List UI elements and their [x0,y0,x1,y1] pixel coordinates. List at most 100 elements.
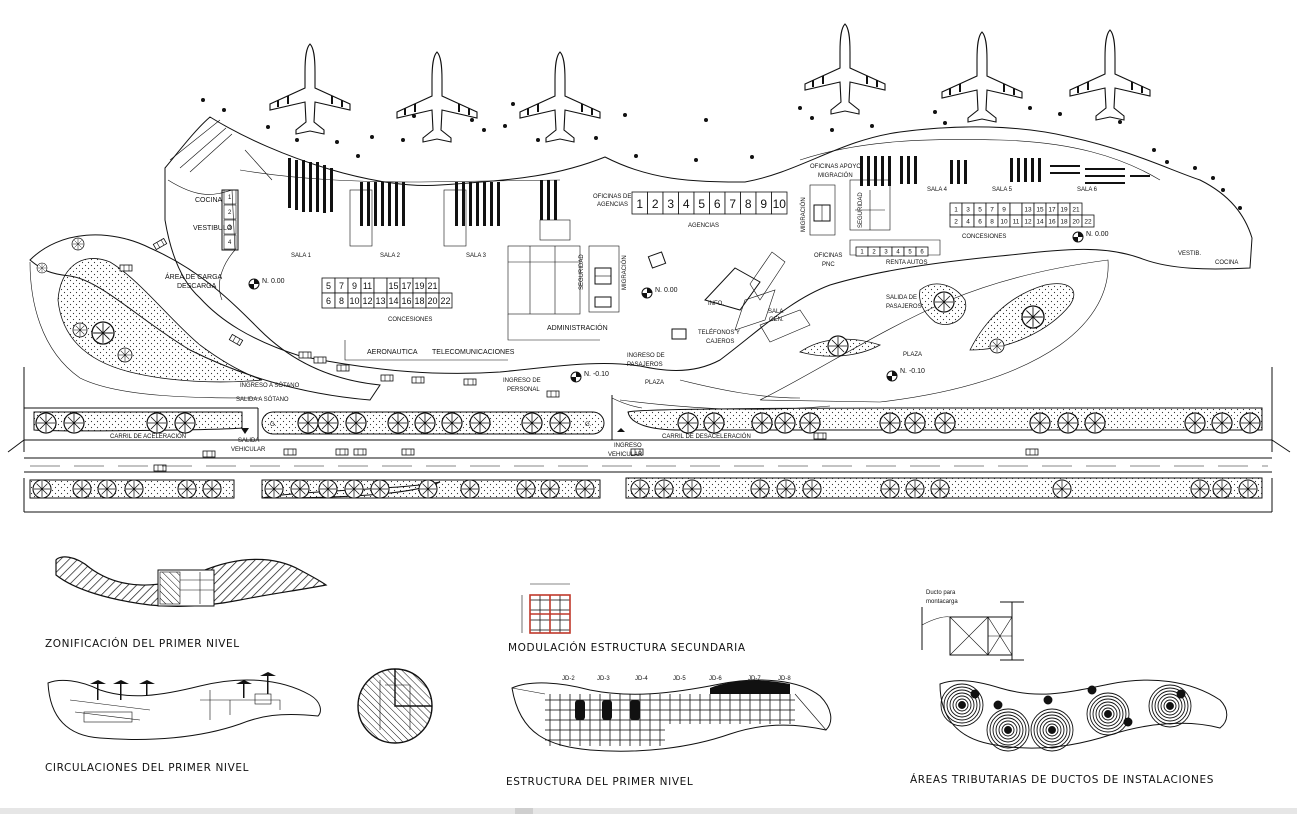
concession-cell: 9 [1002,207,1006,214]
agency-cell: 5 [698,197,705,211]
street-tree [905,479,925,499]
street-tree [174,412,196,434]
concession-cell: 9 [352,281,357,291]
label-ingreso-pas-2: PASAJEROS [627,362,663,368]
caption-modulacion: MODULACIÓN ESTRUCTURA SECUNDARIA [508,641,746,654]
hall-label-6: SALA 6 [1077,187,1098,193]
street-tree [776,479,796,499]
street-tree [1084,412,1106,434]
contour-ring [949,692,975,718]
apron-lights [201,98,1242,210]
duct-point [1004,726,1012,734]
duct-point [1048,726,1056,734]
label-cocina-west: COCINA [195,197,223,204]
concession-cell: 22 [1084,219,1092,226]
label-vestibulo: VESTIBULO [193,225,233,232]
street-tree [97,479,117,499]
hall-label-5: SALA 5 [992,187,1013,193]
agency-cell: 3 [667,197,674,211]
label-seguridad-west: SEGURIDAD [579,254,585,290]
horizontal-scrollbar[interactable] [0,808,1297,814]
concession-cell: 16 [401,296,411,306]
label-sala-gen-2: GEN. [769,317,784,323]
concession-cell: 8 [990,219,994,226]
agency-cell: 10 [773,197,787,211]
duct-point [993,700,1003,710]
grid-label-3: JD-4 [635,676,648,682]
label-cocina-east: COCINA [1215,260,1238,266]
street-tree [521,412,543,434]
contour-ring [1160,696,1180,716]
hall-label-1: SALA 1 [291,253,312,259]
label-telefonos-1: TELÉFONOS Y [698,329,740,336]
concession-cell: 13 [1024,207,1032,214]
circulaciones-diagram [47,672,321,740]
contour-ring [1092,698,1124,730]
concession-cell: 10 [349,296,359,306]
label-salida-sotano: SALIDA A SÓTANO [236,396,289,403]
street-tree [146,412,168,434]
street-tree [124,479,144,499]
label-admin: ADMINISTRACIÓN [547,323,608,332]
label-ofi-agencias-1: OFICINAS DE [593,194,631,200]
contour-ring [1001,723,1015,737]
rent-cell: 3 [884,249,888,255]
label-plaza-2: PLAZA [903,352,922,358]
label-ofi-agencias-2: AGENCIAS [597,202,628,208]
rent-cell: 5 [908,249,912,255]
street-tree [63,412,85,434]
street-tree [441,412,463,434]
svg-text:2: 2 [228,210,232,216]
street-tree [549,412,571,434]
street-tree [202,479,222,499]
hall-seating [169,119,1150,247]
central-labels: AERONAUTICA TELECOMUNICACIONES ADMINISTR… [236,164,1238,403]
label-salida-pas-1: SALIDA DE [886,295,917,301]
street-tree [318,479,338,499]
road-labels: CARRIL DE ACELERACIÓN CARRIL DE DESACELE… [110,422,751,458]
level-010-a: N. -0.10 [584,371,609,378]
concession-cell: 17 [401,281,411,291]
street-tree [1052,479,1072,499]
contour-ring [995,717,1021,743]
street-tree [1029,412,1051,434]
hall-label-4: SALA 4 [927,187,948,193]
street-tree [297,412,319,434]
svg-text:3: 3 [228,225,232,231]
label-aeronautica: AERONAUTICA [367,349,418,356]
street-tree [345,412,367,434]
street-tree [387,412,409,434]
street-tree [677,412,699,434]
estructura-diagram: JD-2 JD-3 JD-4 JD-5 JD-6 JD-7 JD-8 [511,676,832,752]
caption-circulaciones: CIRCULACIONES DEL PRIMER NIVEL [45,762,249,774]
agencies-label: AGENCIAS [688,223,719,229]
grid-label-4: JD-5 [673,676,686,682]
street-tree [177,479,197,499]
contour-ring [1154,690,1186,722]
duct-point [1176,689,1186,699]
label-salida-pas-2: PASAJEROS [886,304,922,310]
label-ingreso-sotano: INGRESO A SÓTANO [240,382,300,389]
street-tree [516,479,536,499]
street-tree [802,479,822,499]
grid-label-6: JD-7 [748,676,761,682]
street-tree [904,412,926,434]
street-tree [1238,479,1258,499]
concession-cell: 7 [339,281,344,291]
street-tree [32,479,52,499]
airplanes [269,23,1151,143]
street-tree [370,479,390,499]
contour-ring [952,695,972,715]
zonificacion-diagram [55,556,328,607]
level-010-b: N. -0.10 [900,368,925,375]
central-zone [344,179,891,361]
scrollbar-thumb[interactable] [515,808,533,814]
concession-cell: 14 [388,296,398,306]
contour-ring [1157,693,1183,719]
contour-ring [1030,708,1074,752]
svg-text:4: 4 [228,240,232,246]
duct-point [970,689,980,699]
